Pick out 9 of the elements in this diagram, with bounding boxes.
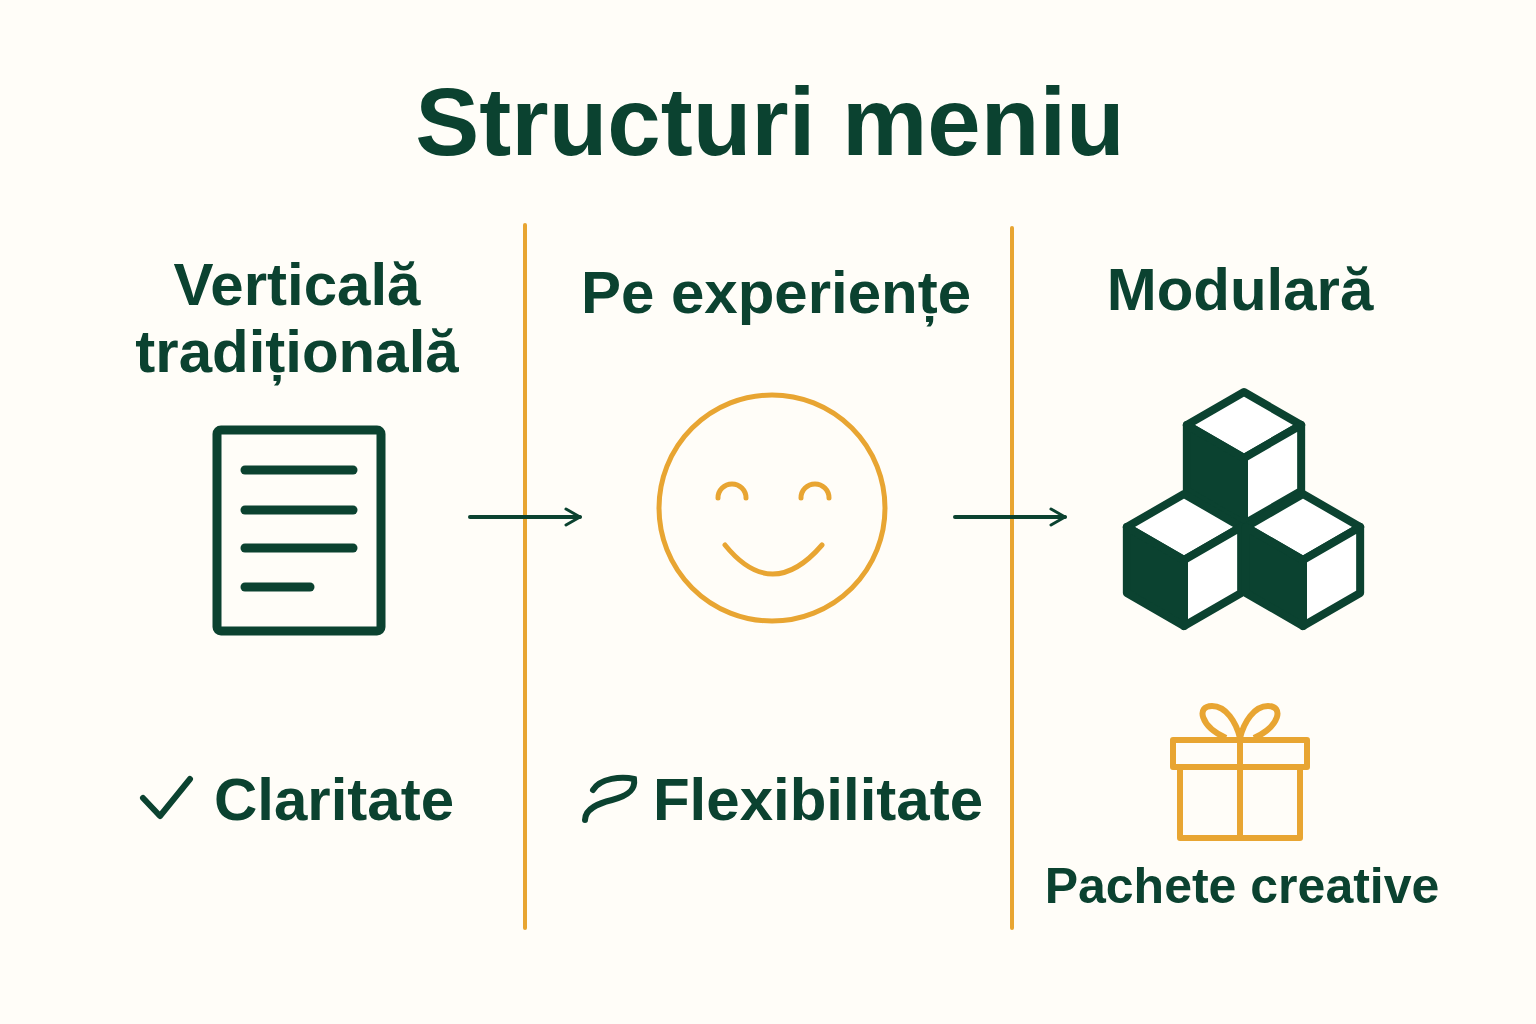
column-heading: Verticală tradițională (134, 250, 460, 386)
column-heading: Modulară (1106, 256, 1374, 324)
feature-label: Claritate (213, 766, 455, 834)
arrow (468, 507, 582, 527)
column-heading: Pe experiențe (580, 259, 972, 327)
feature-label: Pachete creative (1044, 858, 1440, 914)
arrow (953, 507, 1067, 527)
title: Structuri meniu (415, 68, 1125, 176)
feature-label: Flexibilitate (652, 766, 984, 834)
